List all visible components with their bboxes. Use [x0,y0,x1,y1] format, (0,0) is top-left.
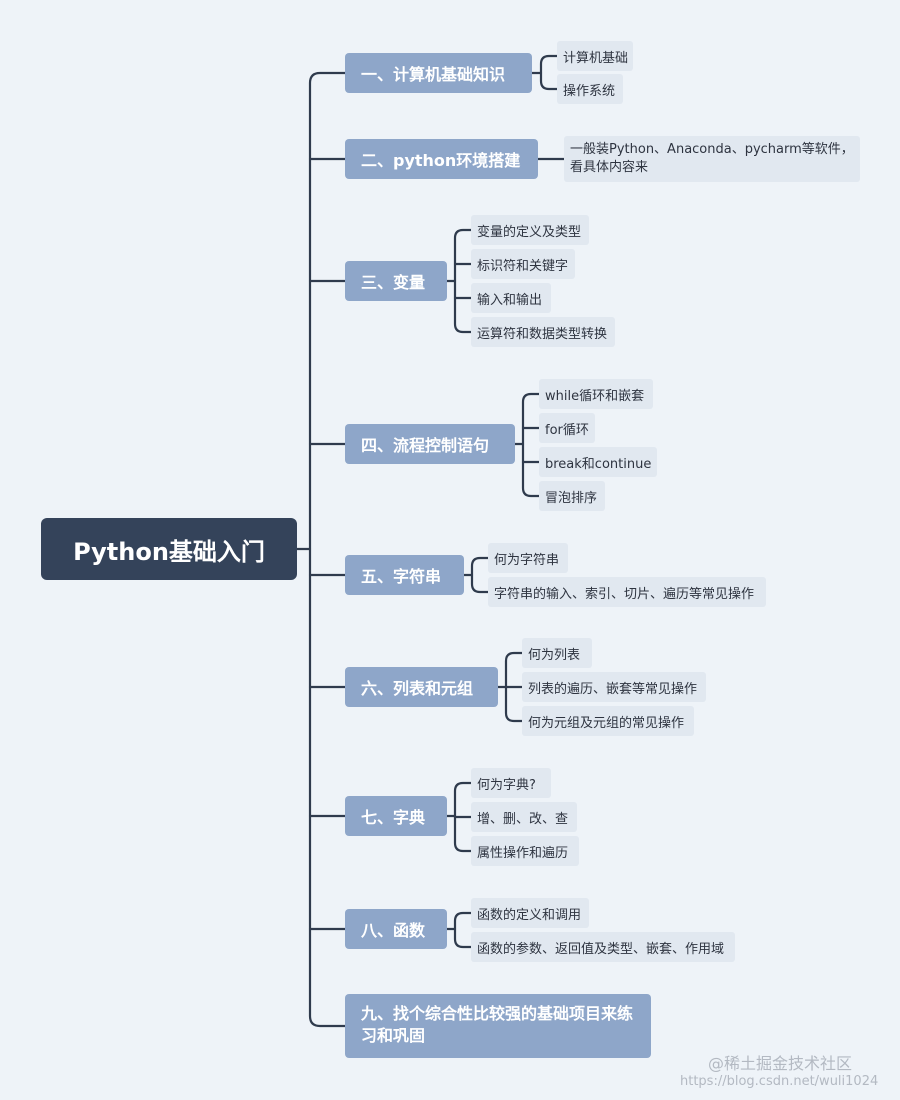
leaf-node-7-1: 何为字典? [471,768,551,798]
watermark-brand: @稀土掘金技术社区 [708,1054,853,1073]
leaf-node-6-1: 何为列表 [522,638,592,668]
leaf-node-5-2: 字符串的输入、索引、切片、遍历等常见操作 [488,577,766,607]
leaf-node-2-1: 一般装Python、Anaconda、pycharm等软件，看具体内容来 [564,136,860,182]
branch-node-6: 六、列表和元组 [345,667,498,707]
leaf-node-7-2: 增、删、改、查 [471,802,577,832]
leaf-node-3-2: 标识符和关键字 [471,249,575,279]
leaf-bracket-4 [521,392,541,498]
leaf-node-3-3: 输入和输出 [471,283,551,313]
branch-node-5: 五、字符串 [345,555,464,595]
leaf-node-1-2: 操作系统 [557,74,623,104]
leaf-node-1-1: 计算机基础 [557,41,633,71]
leaf-node-4-4: 冒泡排序 [539,481,605,511]
leaf-node-4-1: while循环和嵌套 [539,379,653,409]
leaf-node-6-3: 何为元组及元组的常见操作 [522,706,694,736]
branch-node-7: 七、字典 [345,796,447,836]
watermark-url: https://blog.csdn.net/wuli1024 [680,1074,879,1089]
trunk-line [308,71,347,1028]
root-node: Python基础入门 [41,518,297,580]
branch-node-4: 四、流程控制语句 [345,424,515,464]
leaf-bracket-8 [453,911,473,949]
leaf-node-3-1: 变量的定义及类型 [471,215,589,245]
leaf-bracket-1 [539,54,559,91]
leaf-node-4-2: for循环 [539,413,595,443]
branch-node-8: 八、函数 [345,909,447,949]
leaf-node-3-4: 运算符和数据类型转换 [471,317,615,347]
leaf-node-4-3: break和continue [539,447,657,477]
leaf-node-8-1: 函数的定义和调用 [471,898,589,928]
branch-node-2: 二、python环境搭建 [345,139,538,179]
branch-node-1: 一、计算机基础知识 [345,53,532,93]
branch-node-3: 三、变量 [345,261,447,301]
leaf-node-7-3: 属性操作和遍历 [471,836,579,866]
leaf-bracket-5 [470,556,490,594]
branch-node-9: 九、找个综合性比较强的基础项目来练习和巩固 [345,994,651,1058]
leaf-bracket-3 [453,228,473,334]
leaf-node-6-2: 列表的遍历、嵌套等常见操作 [522,672,706,702]
leaf-node-5-1: 何为字符串 [488,543,568,573]
leaf-node-8-2: 函数的参数、返回值及类型、嵌套、作用域 [471,932,735,962]
